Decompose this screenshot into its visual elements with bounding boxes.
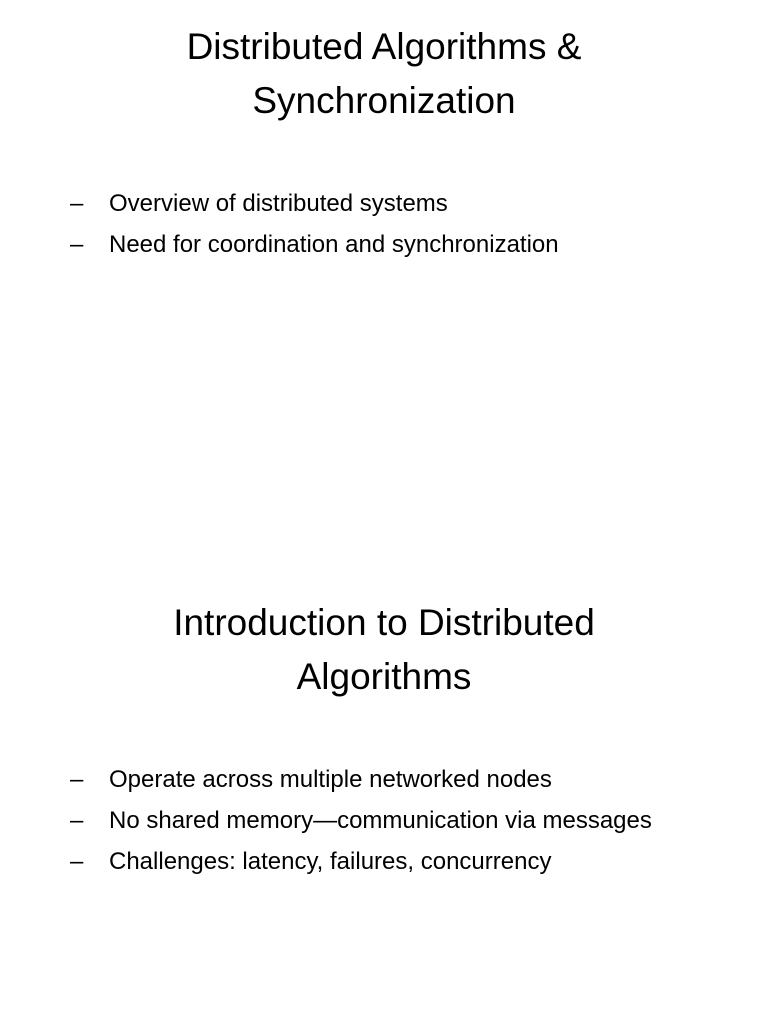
bullet-text: No shared memory—communication via messa… [109, 807, 652, 834]
dash-bullet-icon: – [70, 190, 84, 217]
slide-title-line-2: Synchronization [252, 80, 516, 121]
slide-title-line-1: Introduction to Distributed [173, 602, 595, 643]
bullet-item: – Challenges: latency, failures, concurr… [70, 844, 710, 880]
bullet-text: Overview of distributed systems [109, 190, 448, 217]
slide-2: Introduction to Distributed Algorithms –… [0, 576, 768, 1024]
slide-1: Distributed Algorithms & Synchronization… [60, 20, 710, 268]
bullet-item: – Overview of distributed systems [70, 186, 710, 222]
bullet-text: Challenges: latency, failures, concurren… [109, 848, 552, 875]
dash-bullet-icon: – [70, 807, 84, 834]
bullet-item: – Need for coordination and synchronizat… [70, 227, 710, 263]
slide-title-line-1: Distributed Algorithms & [186, 26, 582, 67]
dash-bullet-icon: – [70, 231, 84, 258]
dash-bullet-icon: – [70, 766, 84, 793]
bullet-item: – Operate across multiple networked node… [70, 762, 710, 798]
slide-title: Introduction to Distributed Algorithms [60, 596, 708, 704]
slide-title-line-2: Algorithms [296, 656, 472, 697]
bullet-text: Operate across multiple networked nodes [109, 766, 552, 793]
slide-title: Distributed Algorithms & Synchronization [60, 20, 708, 128]
bullet-list: – Overview of distributed systems – Need… [70, 186, 710, 268]
bullet-list: – Operate across multiple networked node… [70, 762, 710, 885]
dash-bullet-icon: – [70, 848, 84, 875]
bullet-text: Need for coordination and synchronizatio… [109, 231, 559, 258]
bullet-item: – No shared memory—communication via mes… [70, 803, 710, 839]
